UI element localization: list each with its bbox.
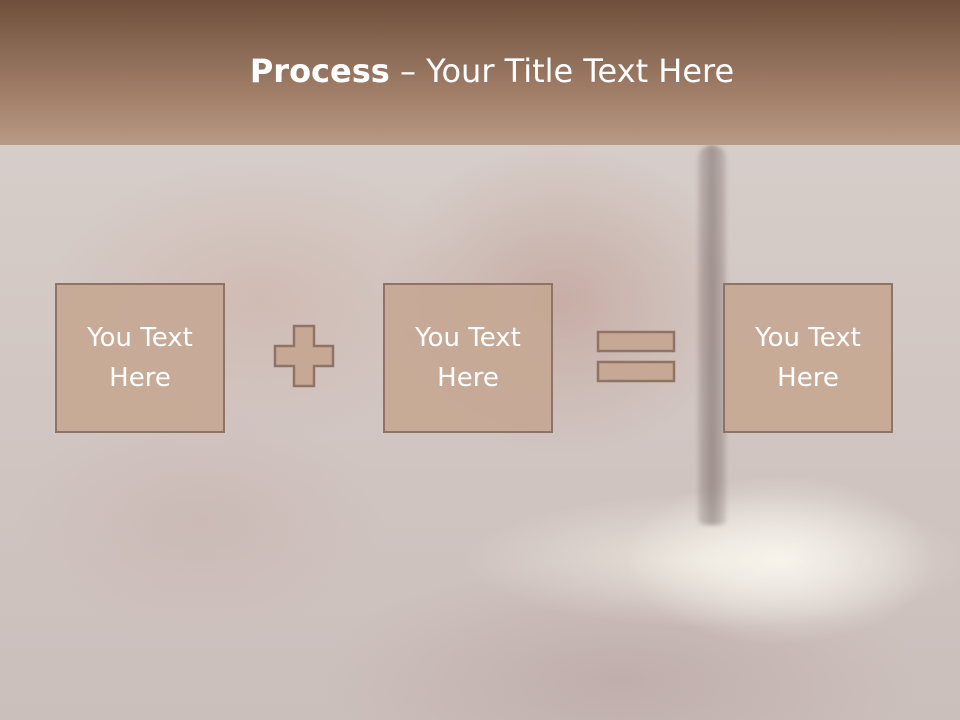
process-box-2-label: You Text Here [415, 323, 521, 393]
process-box-2[interactable]: You Text Here [383, 283, 553, 433]
process-box-3-label: You Text Here [755, 323, 861, 393]
plus-icon [273, 324, 335, 388]
slide-title-bold: Process [249, 52, 390, 90]
process-box-3[interactable]: You Text Here [723, 283, 893, 433]
process-box-1[interactable]: You Text Here [55, 283, 225, 433]
title-bar: Process – Your Title Text Here [0, 0, 960, 145]
pen-image [698, 145, 726, 525]
equals-icon [596, 330, 676, 383]
process-box-1-label: You Text Here [87, 323, 193, 393]
slide-title-rest: – Your Title Text Here [389, 52, 735, 90]
slide-title: Process – Your Title Text Here [0, 52, 960, 90]
